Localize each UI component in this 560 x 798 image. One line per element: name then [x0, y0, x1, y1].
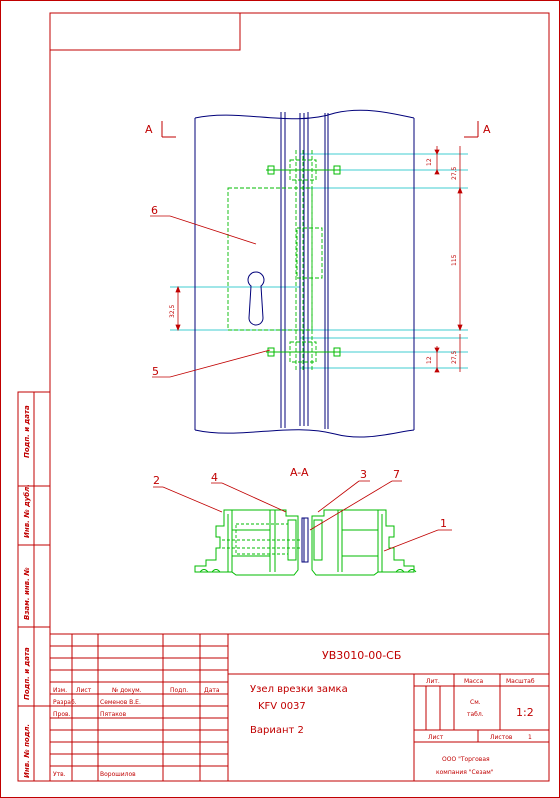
doc-name-line2: KFV 0037: [258, 701, 306, 712]
section-title: A-A: [290, 466, 309, 479]
prov-name: Пятаков: [100, 711, 127, 718]
side-stamp-inv-dubl: Инв. № дубл.: [23, 484, 31, 538]
doc-name-line3: Вариант 2: [250, 725, 304, 736]
callout-2: 2: [153, 474, 160, 487]
row-razrab: Разраб.: [53, 699, 77, 706]
section-mark-left: [161, 121, 176, 138]
dim-115: 115: [451, 254, 458, 266]
dim-12-top: 12: [426, 158, 433, 166]
massa-label: Масса: [464, 678, 483, 685]
lock-body-hidden: [227, 150, 323, 372]
section-faceplate: [301, 517, 309, 563]
callout-5: 5: [152, 365, 159, 378]
callout-leaders: [150, 215, 452, 552]
side-stamp-inv-podl: Инв. № подл.: [23, 724, 31, 778]
dim-27-5-top: 27,5: [451, 166, 458, 180]
massa-value-2: табл.: [467, 711, 484, 718]
title-block-grid: [49, 633, 550, 782]
col-izm: Изм.: [53, 687, 67, 694]
list-label: Лист: [428, 734, 444, 741]
lit-label: Лит.: [426, 678, 440, 685]
col-podp: Подп.: [170, 687, 188, 694]
dimension-arrows: [175, 146, 463, 373]
cylinder-keyhole: [247, 271, 265, 326]
callout-1: 1: [440, 517, 447, 530]
col-list: Лист: [76, 687, 92, 694]
dim-12-bottom: 12: [426, 356, 433, 364]
razrab-name: Семенов В.Е.: [100, 699, 141, 706]
utv-name: Ворошилов: [100, 771, 136, 778]
side-stamp-podp-data-1: Подп. и дата: [23, 405, 31, 458]
listov-label: Листов: [490, 734, 513, 741]
side-stamp-column: [17, 391, 51, 782]
section-profile: [194, 509, 417, 576]
section-mark-right-label: A: [483, 123, 491, 136]
dimension-lines: [170, 153, 468, 369]
row-prov: Пров.: [53, 711, 71, 718]
company-line1: ООО "Торговая: [442, 756, 490, 763]
callout-6: 6: [151, 204, 158, 217]
side-stamp-vzam-inv: Взам. инв. №: [23, 567, 31, 620]
listov-value: 1: [528, 734, 532, 741]
doc-name-line1: Узел врезки замка: [250, 684, 348, 695]
scale-value: 1:2: [516, 706, 534, 719]
front-view-profile: [194, 109, 415, 438]
screw-holes: [266, 165, 341, 357]
callout-3: 3: [360, 468, 367, 481]
col-ndoc: № докум.: [112, 687, 142, 694]
dim-27-5-bottom: 27,5: [451, 350, 458, 364]
col-data: Дата: [204, 687, 220, 694]
dim-32-5: 32,5: [169, 304, 176, 318]
side-stamp-podp-data-2: Подп. и дата: [23, 647, 31, 700]
massa-value-1: См.: [470, 699, 481, 706]
callout-7: 7: [393, 468, 400, 481]
section-mark-left-label: A: [145, 123, 153, 136]
company-line2: компания "Сезам": [436, 769, 494, 776]
section-lock-body: [222, 523, 300, 555]
doc-code: УВ3010-00-СБ: [322, 649, 401, 662]
row-utv: Утв.: [53, 771, 66, 778]
masshtab-label: Масштаб: [506, 678, 535, 685]
section-mark-right: [464, 121, 479, 138]
callout-4: 4: [211, 471, 218, 484]
